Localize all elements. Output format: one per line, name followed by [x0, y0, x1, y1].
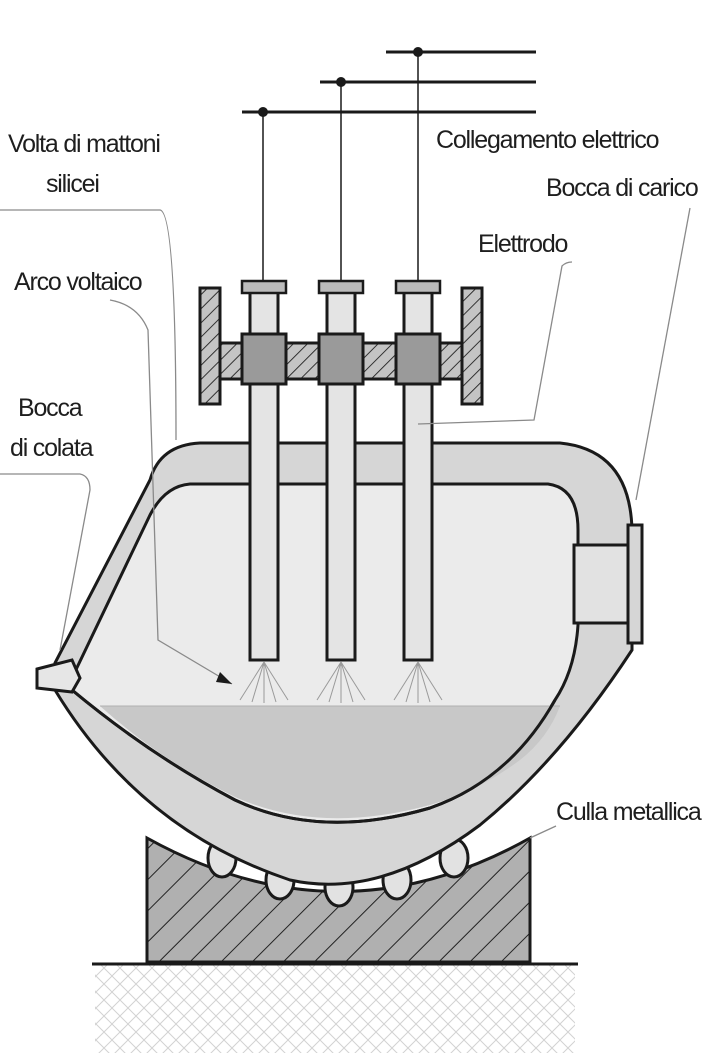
electric-arcs — [239, 661, 443, 703]
label-arco-voltaico: Arco voltaico — [14, 268, 142, 296]
ground — [92, 962, 578, 1053]
label-volta-line2: silicei — [46, 170, 99, 198]
tapping-spout — [35, 658, 82, 694]
label-volta-line1: Volta di mattoni — [8, 130, 160, 158]
electrode — [394, 279, 442, 662]
electrode — [240, 279, 288, 662]
label-culla-metallica: Culla metallica — [556, 798, 702, 826]
label-elettrodo: Elettrodo — [478, 230, 568, 258]
label-bocca-colata-line2: di colata — [10, 434, 94, 462]
electrode — [317, 279, 365, 662]
loading-door — [572, 523, 644, 645]
leader-lines — [0, 207, 691, 839]
label-bocca-colata-line1: Bocca — [18, 394, 83, 422]
arc-pointer-arrowhead — [216, 672, 232, 684]
labels: Volta di mattoni silicei Collegamento el… — [8, 126, 703, 826]
label-collegamento-elettrico: Collegamento elettrico — [436, 126, 659, 154]
label-bocca-di-carico: Bocca di carico — [546, 174, 698, 202]
furnace-shell — [53, 441, 634, 886]
electrodes — [240, 279, 442, 662]
electrical-connection — [242, 47, 536, 282]
